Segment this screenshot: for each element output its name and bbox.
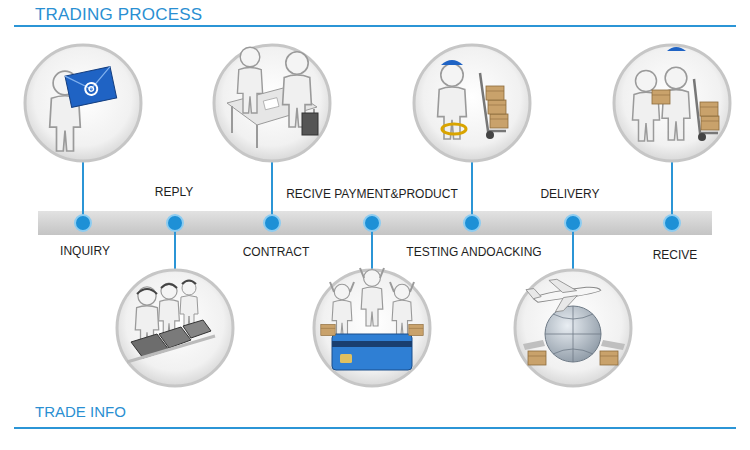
leader-line	[671, 161, 673, 223]
heading-rule	[14, 25, 736, 27]
timeline-dot	[565, 215, 581, 231]
heading-rule	[14, 26, 736, 428]
delivery-icon	[600, 351, 618, 365]
receive-icon	[667, 47, 686, 51]
email-icon	[65, 67, 114, 94]
heading-rule	[14, 427, 736, 429]
reply-icon	[127, 281, 215, 363]
contract-icon	[256, 125, 258, 148]
delivery-icon	[601, 340, 625, 350]
step-label: CONTRACT	[243, 245, 310, 259]
payment-icon	[321, 268, 423, 370]
leader-line	[471, 161, 473, 223]
timeline-dot	[464, 215, 480, 231]
timeline-band	[38, 211, 712, 235]
timeline-dot	[664, 215, 680, 231]
reply-icon	[137, 289, 157, 294]
section-heading: TRADE INFO	[35, 403, 126, 421]
payment-icon	[332, 334, 412, 370]
reply-icon	[180, 281, 198, 328]
email-icon	[84, 82, 98, 96]
picture-circle	[25, 45, 730, 386]
receive-icon	[652, 90, 670, 104]
receive-icon	[701, 116, 719, 130]
receive-icon	[633, 71, 660, 142]
reply-icon	[182, 281, 196, 285]
timeline-dot	[75, 215, 680, 231]
packing-icon	[438, 64, 467, 139]
email-icon	[89, 86, 94, 91]
step-label: REPLY	[155, 185, 193, 199]
payment-icon	[340, 354, 352, 363]
contract-icon	[263, 98, 279, 110]
packing-icon	[490, 114, 508, 128]
reply-icon	[127, 336, 215, 362]
reply-icon	[183, 320, 211, 338]
payment-icon	[330, 268, 414, 292]
packing-icon	[438, 60, 508, 139]
timeline-dot	[167, 215, 183, 231]
delivery-icon	[526, 288, 541, 300]
payment-icon	[332, 341, 412, 347]
packing-icon	[488, 100, 506, 114]
step-label: INQUIRY	[60, 244, 110, 258]
picture-circle	[25, 45, 141, 161]
receive-icon	[633, 47, 720, 141]
picture-circle	[414, 45, 530, 161]
delivery-icon	[528, 351, 546, 365]
leader-line	[83, 161, 672, 270]
payment-icon	[321, 324, 335, 335]
delivery-icon	[523, 273, 625, 365]
picture-circle	[214, 45, 330, 161]
receive-icon	[700, 102, 718, 116]
delivery-icon	[525, 273, 603, 315]
delivery-icon	[545, 306, 601, 362]
delivery-icon	[549, 277, 577, 294]
contract-icon	[237, 47, 262, 113]
payment-icon	[361, 270, 383, 326]
email-icon	[50, 67, 117, 151]
packing-icon	[486, 86, 504, 100]
delivery-icon	[554, 296, 580, 312]
step-label: RECIVE PAYMENT&PRODUCT	[286, 187, 458, 201]
payment-icon	[409, 324, 423, 335]
email-icon	[65, 67, 117, 108]
step-label: DELIVERY	[540, 187, 599, 201]
packing-icon	[442, 124, 466, 134]
receive-icon	[698, 133, 706, 141]
picture-circle	[614, 45, 730, 161]
step-label: RECIVE	[653, 248, 698, 262]
page-title: TRADING PROCESS	[35, 5, 202, 25]
contract-icon	[231, 106, 233, 133]
picture-circle	[515, 270, 631, 386]
delivery-icon	[545, 306, 601, 362]
leader-line	[271, 161, 273, 223]
reply-icon	[161, 284, 177, 288]
contract-icon	[302, 113, 318, 135]
picture-circle	[117, 270, 233, 386]
timeline-dot	[364, 215, 380, 231]
contract-icon	[227, 47, 318, 148]
step-label: TESTING ANDOACKING	[406, 245, 541, 259]
timeline-dot	[264, 215, 280, 231]
receive-icon	[694, 79, 718, 133]
delivery-icon	[523, 340, 545, 350]
timeline-band	[38, 211, 712, 235]
packing-icon	[486, 131, 494, 139]
packing-icon	[441, 60, 463, 65]
timeline-dot	[75, 215, 91, 231]
leader-line	[82, 161, 84, 223]
email-icon	[65, 67, 117, 108]
